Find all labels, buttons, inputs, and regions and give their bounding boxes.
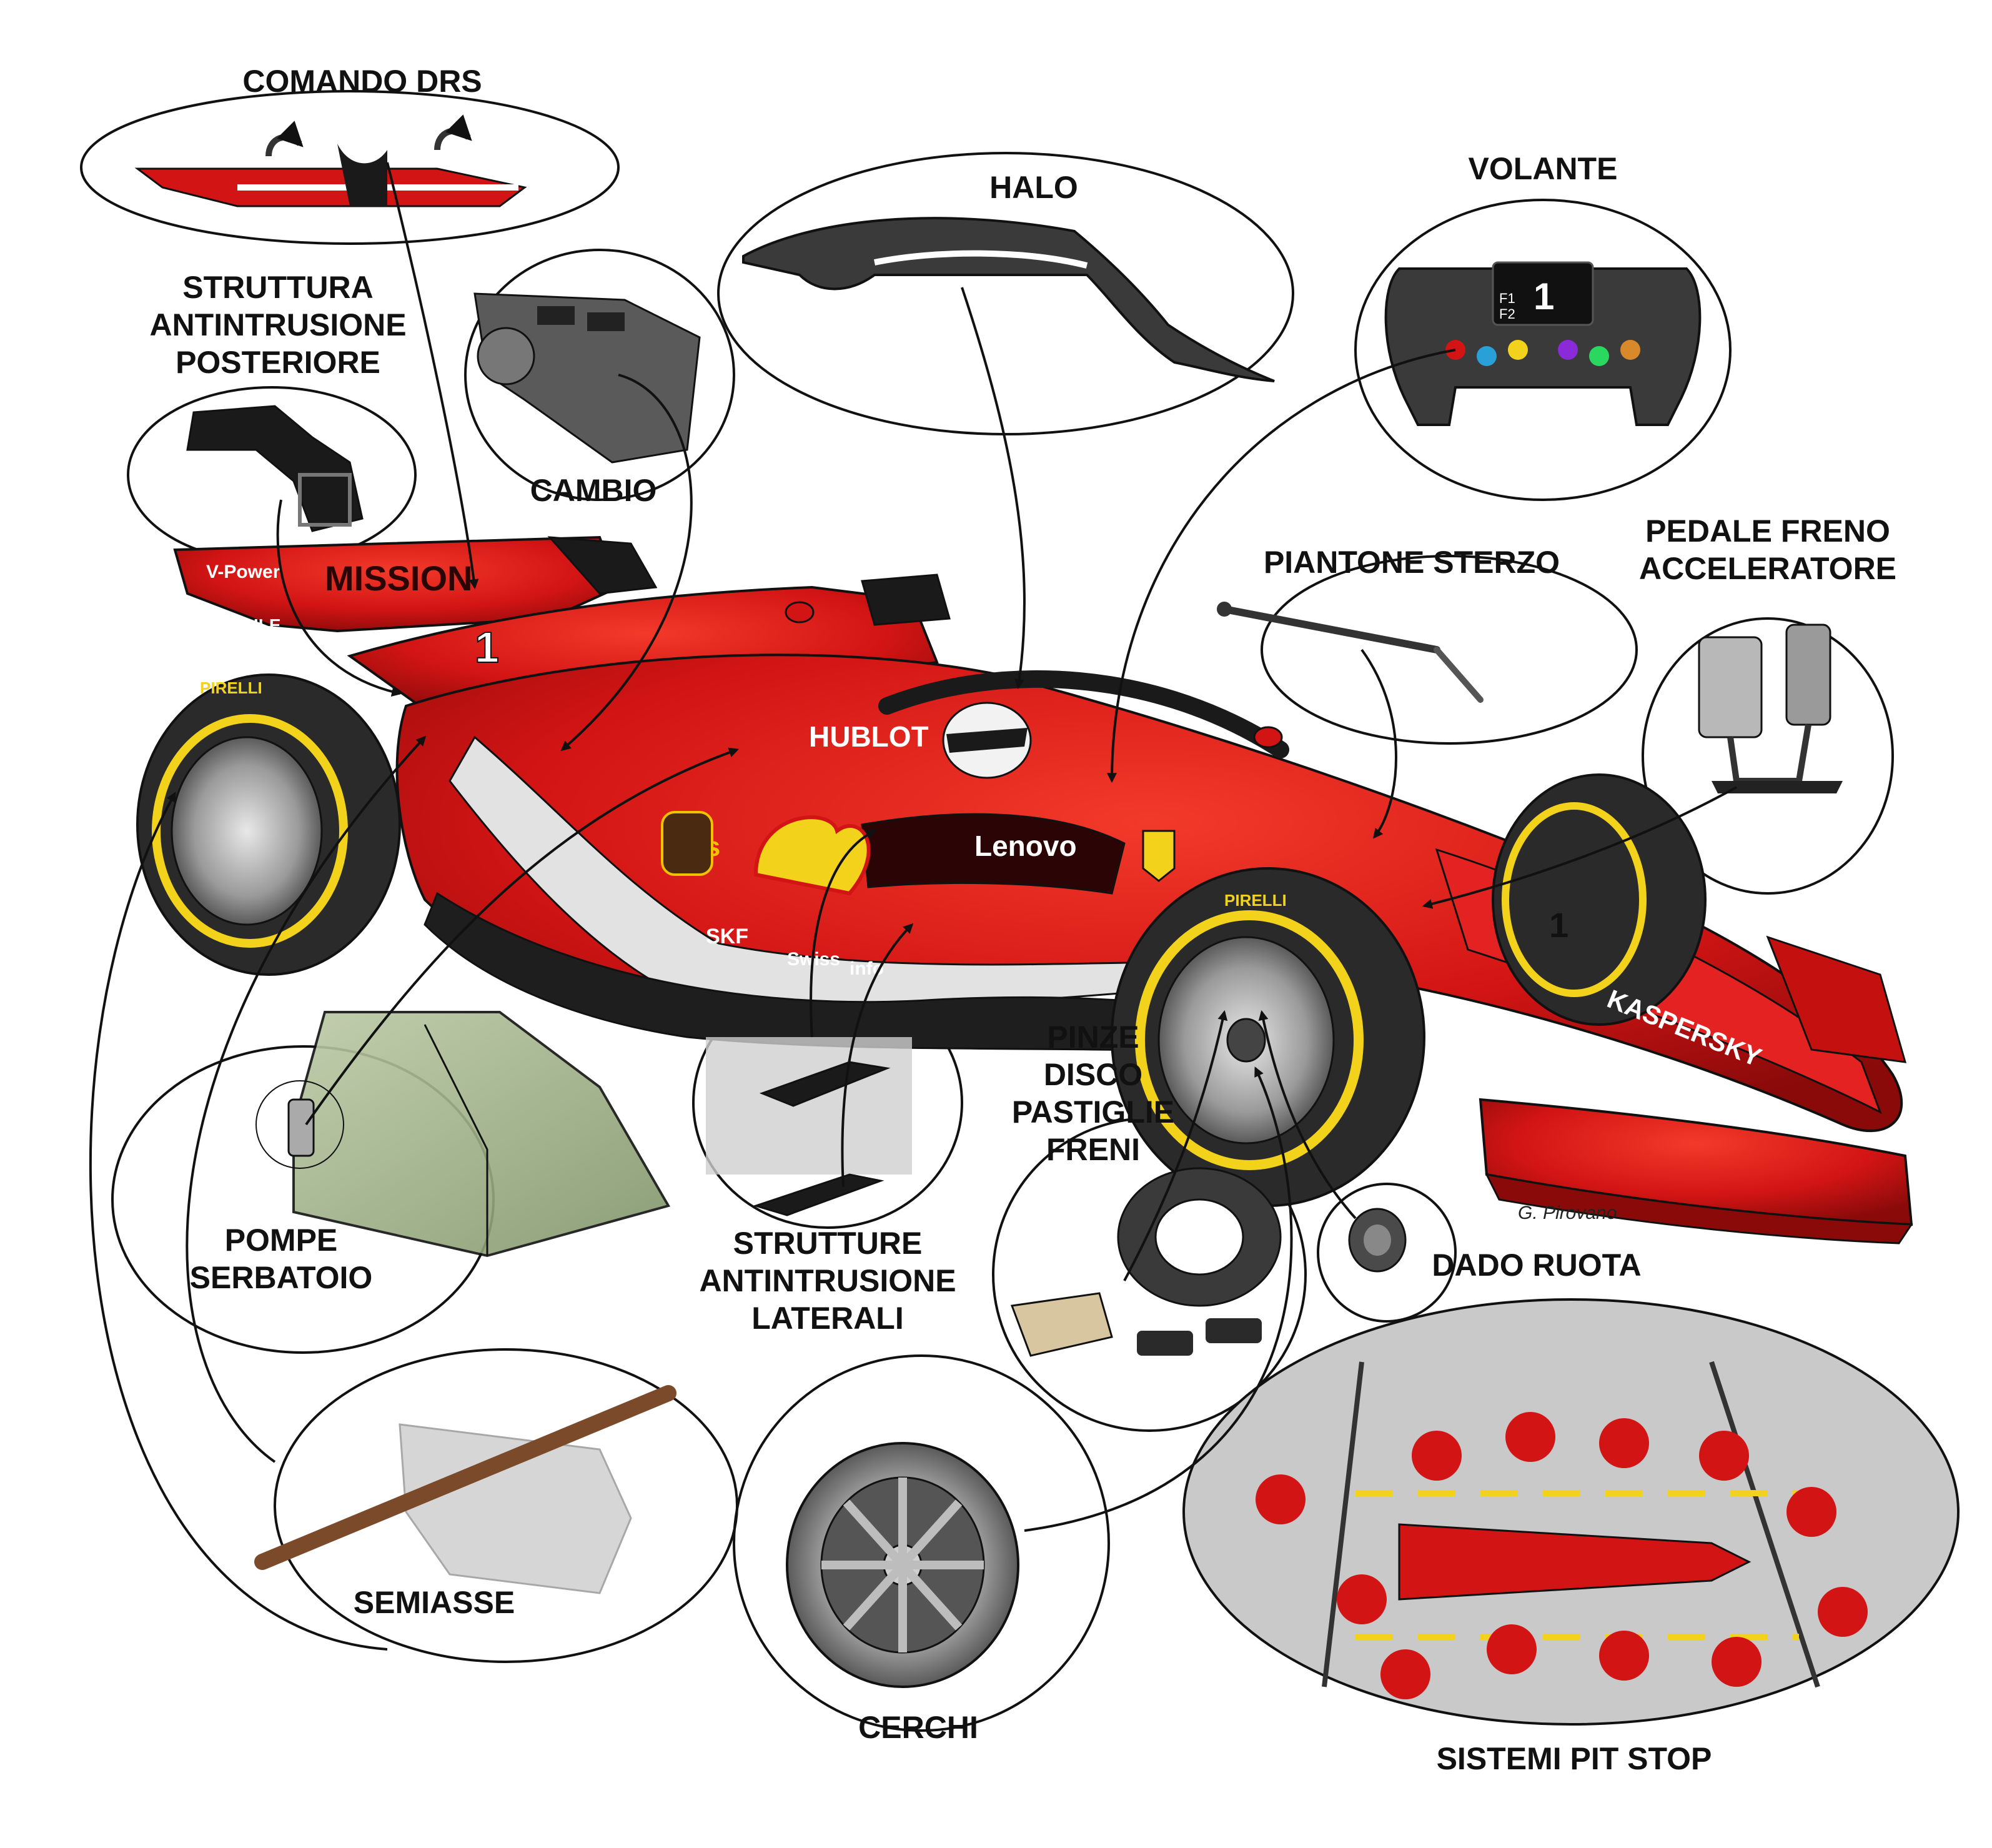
arrow-drs (386, 162, 479, 590)
wheel-nut-callout (1317, 1183, 1457, 1323)
drs-callout (80, 90, 620, 245)
sponsor-vpower: V-Power (206, 562, 280, 582)
shell-logo (753, 815, 871, 896)
arrow-gearbox (560, 374, 693, 752)
arrow-rear-crash (276, 499, 402, 697)
rear-crash-illustration (186, 405, 364, 532)
arrow-pedals (1422, 786, 1737, 909)
arrow-side-crash-2 (841, 923, 914, 1188)
pedals-illustration (1698, 623, 1843, 793)
sponsor-hublot: HUBLOT (809, 720, 929, 753)
wheel-nut-illustration (1348, 1208, 1407, 1273)
arrow-side-crash-1 (810, 830, 876, 1038)
label-rims: CERCHI (858, 1710, 978, 1745)
gearbox-callout (464, 249, 735, 501)
label-pedals: PEDALE FRENO ACCELERATORE (1638, 514, 1897, 586)
halo-illustration (742, 217, 1275, 382)
label-brakes: PINZE DISCO PASTIGLIE FRENI (1011, 1020, 1175, 1167)
wheel-display-f2: F2 (1499, 306, 1515, 322)
sponsor-pirelli-rear: PIRELLI (200, 678, 262, 697)
arrow-wheel (1107, 349, 1456, 783)
sponsor-mahle: MAHLE (219, 615, 281, 635)
leader-arrows (89, 162, 1737, 1651)
ferrari-shield (1142, 830, 1176, 882)
rim-illustration (786, 1442, 1019, 1688)
f1-car (136, 535, 1913, 1244)
wheel-display-f1: F1 (1499, 291, 1515, 306)
sponsor-pirelli-front: PIRELLI (1224, 891, 1287, 910)
arrow-halo (961, 287, 1026, 690)
side-crash-illustration (706, 1037, 912, 1216)
wheel-display: 1 F1 F2 (1499, 276, 1554, 322)
steering-wheel-illustration (1384, 261, 1702, 426)
car-number-rear: 1 (475, 623, 499, 672)
sponsor-lenovo: Lenovo (974, 830, 1077, 862)
wheel-display-digit: 1 (1534, 276, 1554, 317)
ups-shield (661, 811, 713, 876)
brakes-illustration (1010, 1167, 1282, 1357)
wheel-callout (1354, 199, 1732, 501)
label-fuel: POMPE SERBATOIO (189, 1223, 373, 1295)
rims-callout (733, 1354, 1110, 1732)
artist-credit: G. Pirovano (1518, 1203, 1617, 1223)
label-steering-column: PIANTONE STERZO (1263, 545, 1560, 580)
arrow-rims (1024, 1066, 1293, 1532)
gearbox-illustration (473, 292, 701, 464)
fuel-tank-illustration (255, 1011, 671, 1258)
drs-wing-illustration (134, 114, 527, 207)
arrow-semiasse-outer (89, 792, 388, 1651)
label-halo: HALO (989, 170, 1078, 205)
arrow-brakes (1123, 1010, 1228, 1281)
rear-wing-sponsor: MISSION (325, 559, 472, 598)
label-side-crash: STRUTTURE ANTINTRUSIONE LATERALI (699, 1226, 956, 1336)
label-pit-stop: SISTEMI PIT STOP (1436, 1741, 1712, 1776)
arrow-wheel-nut (1258, 1010, 1357, 1220)
steering-column-illustration (1217, 602, 1484, 703)
label-wheel-nut: DADO RUOTA (1432, 1248, 1642, 1283)
sponsor-skf: SKF (706, 925, 748, 948)
axle-illustration (254, 1385, 676, 1594)
arrow-fuel (305, 747, 740, 1126)
label-wheel: VOLANTE (1468, 151, 1618, 186)
arrow-axle (186, 735, 427, 1463)
car-number-nose: 1 (1549, 905, 1568, 945)
pit-stop-illustration (1256, 1361, 1868, 1699)
label-rear-crash: STRUTTURA ANTINTRUSIONE POSTERIORE (149, 270, 407, 380)
label-drs: COMANDO DRS (242, 64, 482, 99)
halo-callout (717, 152, 1294, 435)
label-axle: SEMIASSE (353, 1585, 515, 1620)
label-gearbox: CAMBIO (530, 473, 657, 508)
pedals-callout (1642, 617, 1894, 895)
steering-column-callout (1261, 555, 1638, 745)
arrow-steering-column (1360, 648, 1397, 839)
